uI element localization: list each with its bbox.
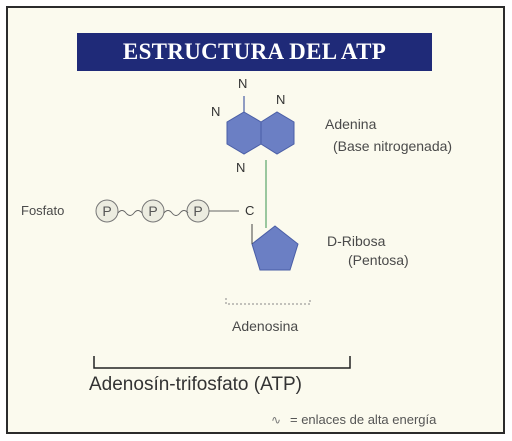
imidazole-ring (260, 111, 295, 155)
atom-n-left: N (211, 104, 221, 119)
phosphate-2-circle (141, 199, 165, 223)
pyrimidine-ring (226, 111, 262, 155)
legend-text: = enlaces de alta energía (290, 412, 437, 427)
phosphate-label: Fosfato (21, 203, 65, 218)
page-title: ESTRUCTURA DEL ATP (77, 33, 432, 71)
adenine-description: (Base nitrogenada) (333, 138, 453, 154)
adenosine-label: Adenosina (232, 318, 299, 334)
diagram-frame (6, 6, 505, 434)
phosphate-1-label: P (102, 203, 112, 219)
ribose-name: D-Ribosa (327, 233, 386, 249)
high-energy-bond-1 (117, 210, 143, 216)
legend-symbol: ∿ (271, 413, 282, 427)
adenosine-bracket (225, 298, 311, 305)
atom-n-right: N (276, 92, 286, 107)
atp-label: Adenosín-trifosfato (ATP) (89, 374, 302, 395)
phosphate-2-label: P (148, 203, 158, 219)
atp-bracket (93, 356, 351, 369)
adenine-name: Adenina (325, 116, 377, 132)
atom-n-amino: N (238, 76, 248, 91)
phosphate-1-circle (95, 199, 119, 223)
ribose-description: (Pentosa) (348, 252, 409, 268)
atom-c: C (245, 203, 255, 218)
phosphate-3-label: P (193, 203, 203, 219)
ribose-pentagon (251, 225, 299, 271)
atom-n-bottom: N (236, 160, 246, 175)
high-energy-bond-2 (163, 210, 189, 216)
